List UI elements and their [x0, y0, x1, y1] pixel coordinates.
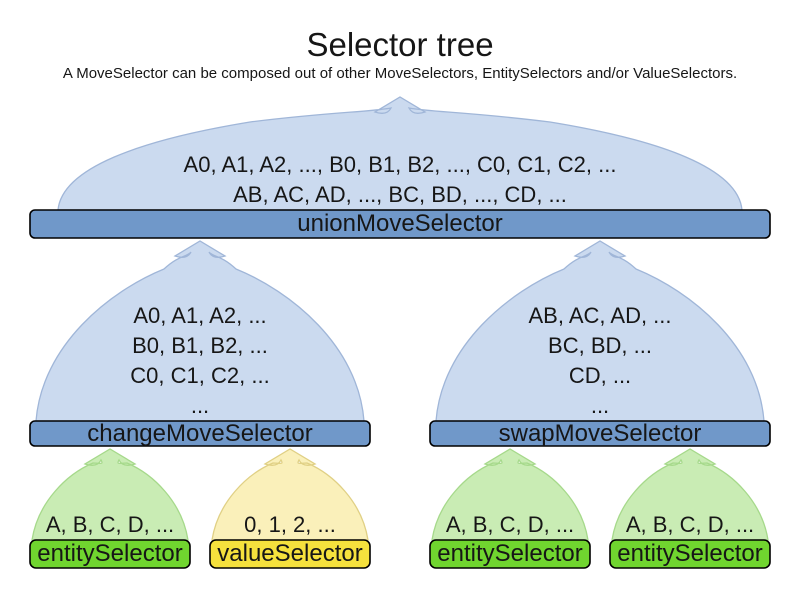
entity-bar-3-label: entitySelector: [617, 540, 763, 567]
entity-funnel-2-shape: [431, 448, 589, 541]
entity-3-items: A, B, C, D, ...: [625, 512, 755, 537]
entity-bar-3: [609, 539, 771, 569]
value-funnel-shape: [211, 448, 369, 541]
entity-bar-2: [429, 539, 591, 569]
swap-items-line: BC, BD, ...: [548, 333, 652, 358]
change-bar: [29, 420, 371, 447]
swap-items-line: ...: [590, 393, 610, 418]
swap-items-line: CD, ...: [568, 363, 632, 388]
entity-bar-1: [29, 539, 191, 569]
value-items: 0, 1, 2, ...: [244, 512, 336, 537]
entity-1-items: A, B, C, D, ...: [45, 512, 175, 537]
union-funnel-items: A0, A1, A2, ..., B0, B1, B2, ..., C0, C1…: [30, 150, 770, 210]
union-items-line: A0, A1, A2, ..., B0, B1, B2, ..., C0, C1…: [183, 152, 617, 177]
entity-bar-1-label: entitySelector: [37, 540, 183, 567]
entity-bar-2-label: entitySelector: [437, 540, 583, 567]
union-funnel-shape: [57, 96, 743, 211]
swap-items-line: AB, AC, AD, ...: [528, 303, 672, 328]
entity-funnel-1-shape: [31, 448, 189, 541]
value-bar: [209, 539, 371, 569]
union-bar: [29, 209, 771, 239]
swap-bar: [429, 420, 771, 447]
entity-funnel-3-shape: [611, 448, 769, 541]
change-items-line: B0, B1, B2, ...: [132, 333, 268, 358]
change-bar-label: changeMoveSelector: [87, 419, 313, 447]
union-items-line: AB, AC, AD, ..., BC, BD, ..., CD, ...: [233, 182, 567, 207]
union-bar-label: unionMoveSelector: [297, 210, 503, 237]
change-items-line: A0, A1, A2, ...: [133, 303, 267, 328]
swap-funnel-shape: [435, 240, 765, 422]
change-funnel-shape: [35, 240, 365, 422]
swap-bar-label: swapMoveSelector: [498, 419, 702, 447]
change-items-line: ...: [190, 393, 210, 418]
change-funnel-items: A0, A1, A2, ... B0, B1, B2, ... C0, C1, …: [30, 301, 370, 421]
entity-2-items: A, B, C, D, ...: [445, 512, 575, 537]
change-items-line: C0, C1, C2, ...: [130, 363, 270, 388]
page-subtitle: A MoveSelector can be composed out of ot…: [62, 65, 738, 82]
swap-funnel-items: AB, AC, AD, ... BC, BD, ... CD, ... ...: [430, 301, 770, 421]
value-bar-label: valueSelector: [217, 540, 363, 567]
page-title: Selector tree: [306, 26, 494, 63]
